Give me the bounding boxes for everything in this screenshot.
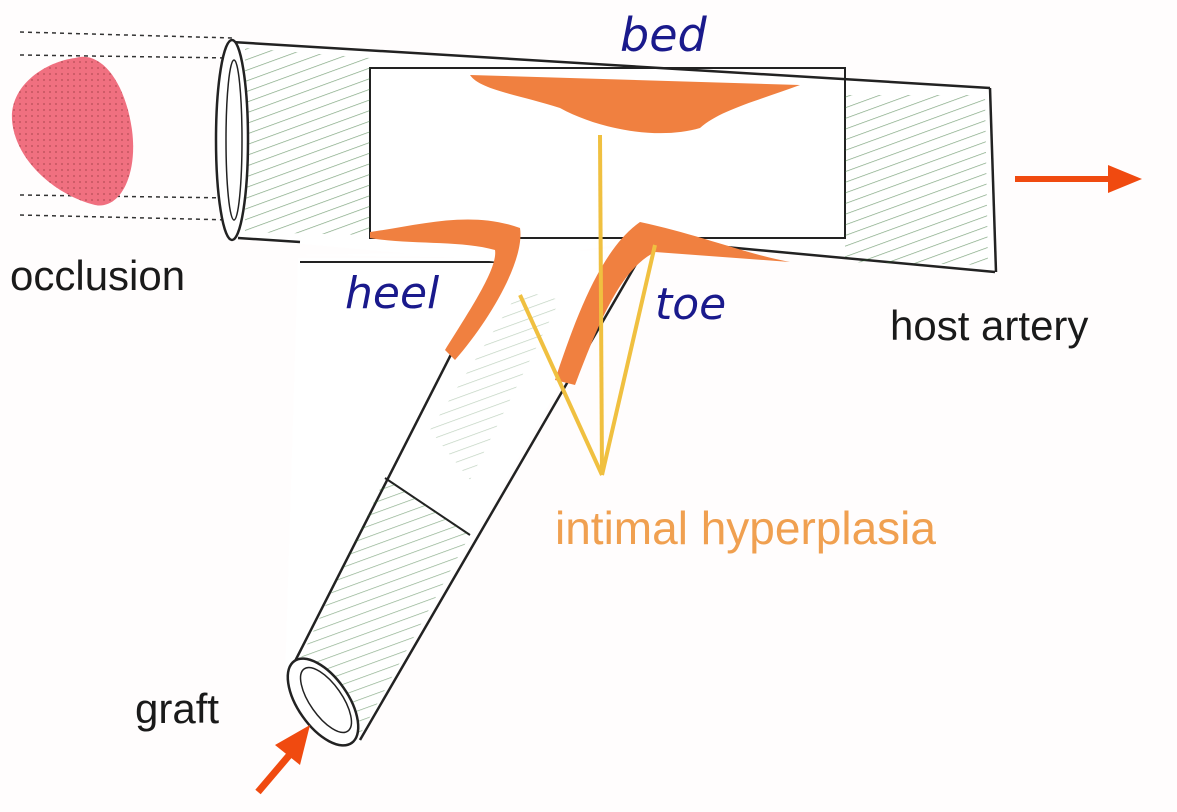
label-toe: toe <box>655 279 727 330</box>
host-artery-tube <box>214 38 998 274</box>
heel-hyperplasia <box>370 219 521 360</box>
toe-hyperplasia <box>555 222 790 385</box>
label-intimal-hyperplasia: intimal hyperplasia <box>555 502 936 554</box>
label-graft: graft <box>135 685 220 732</box>
label-bed: bed <box>620 8 707 62</box>
flow-arrow-graft <box>255 725 310 795</box>
label-heel: heel <box>345 268 440 319</box>
flow-arrow-right <box>1015 165 1142 193</box>
intimal-hyperplasia-regions <box>370 75 800 385</box>
graft-tube <box>285 239 652 747</box>
hyperplasia-pointer-lines <box>518 134 657 476</box>
bed-hyperplasia <box>470 75 800 134</box>
label-host-artery: host artery <box>890 302 1089 349</box>
occluded-vessel <box>19 31 233 221</box>
label-occlusion: occlusion <box>10 252 186 299</box>
